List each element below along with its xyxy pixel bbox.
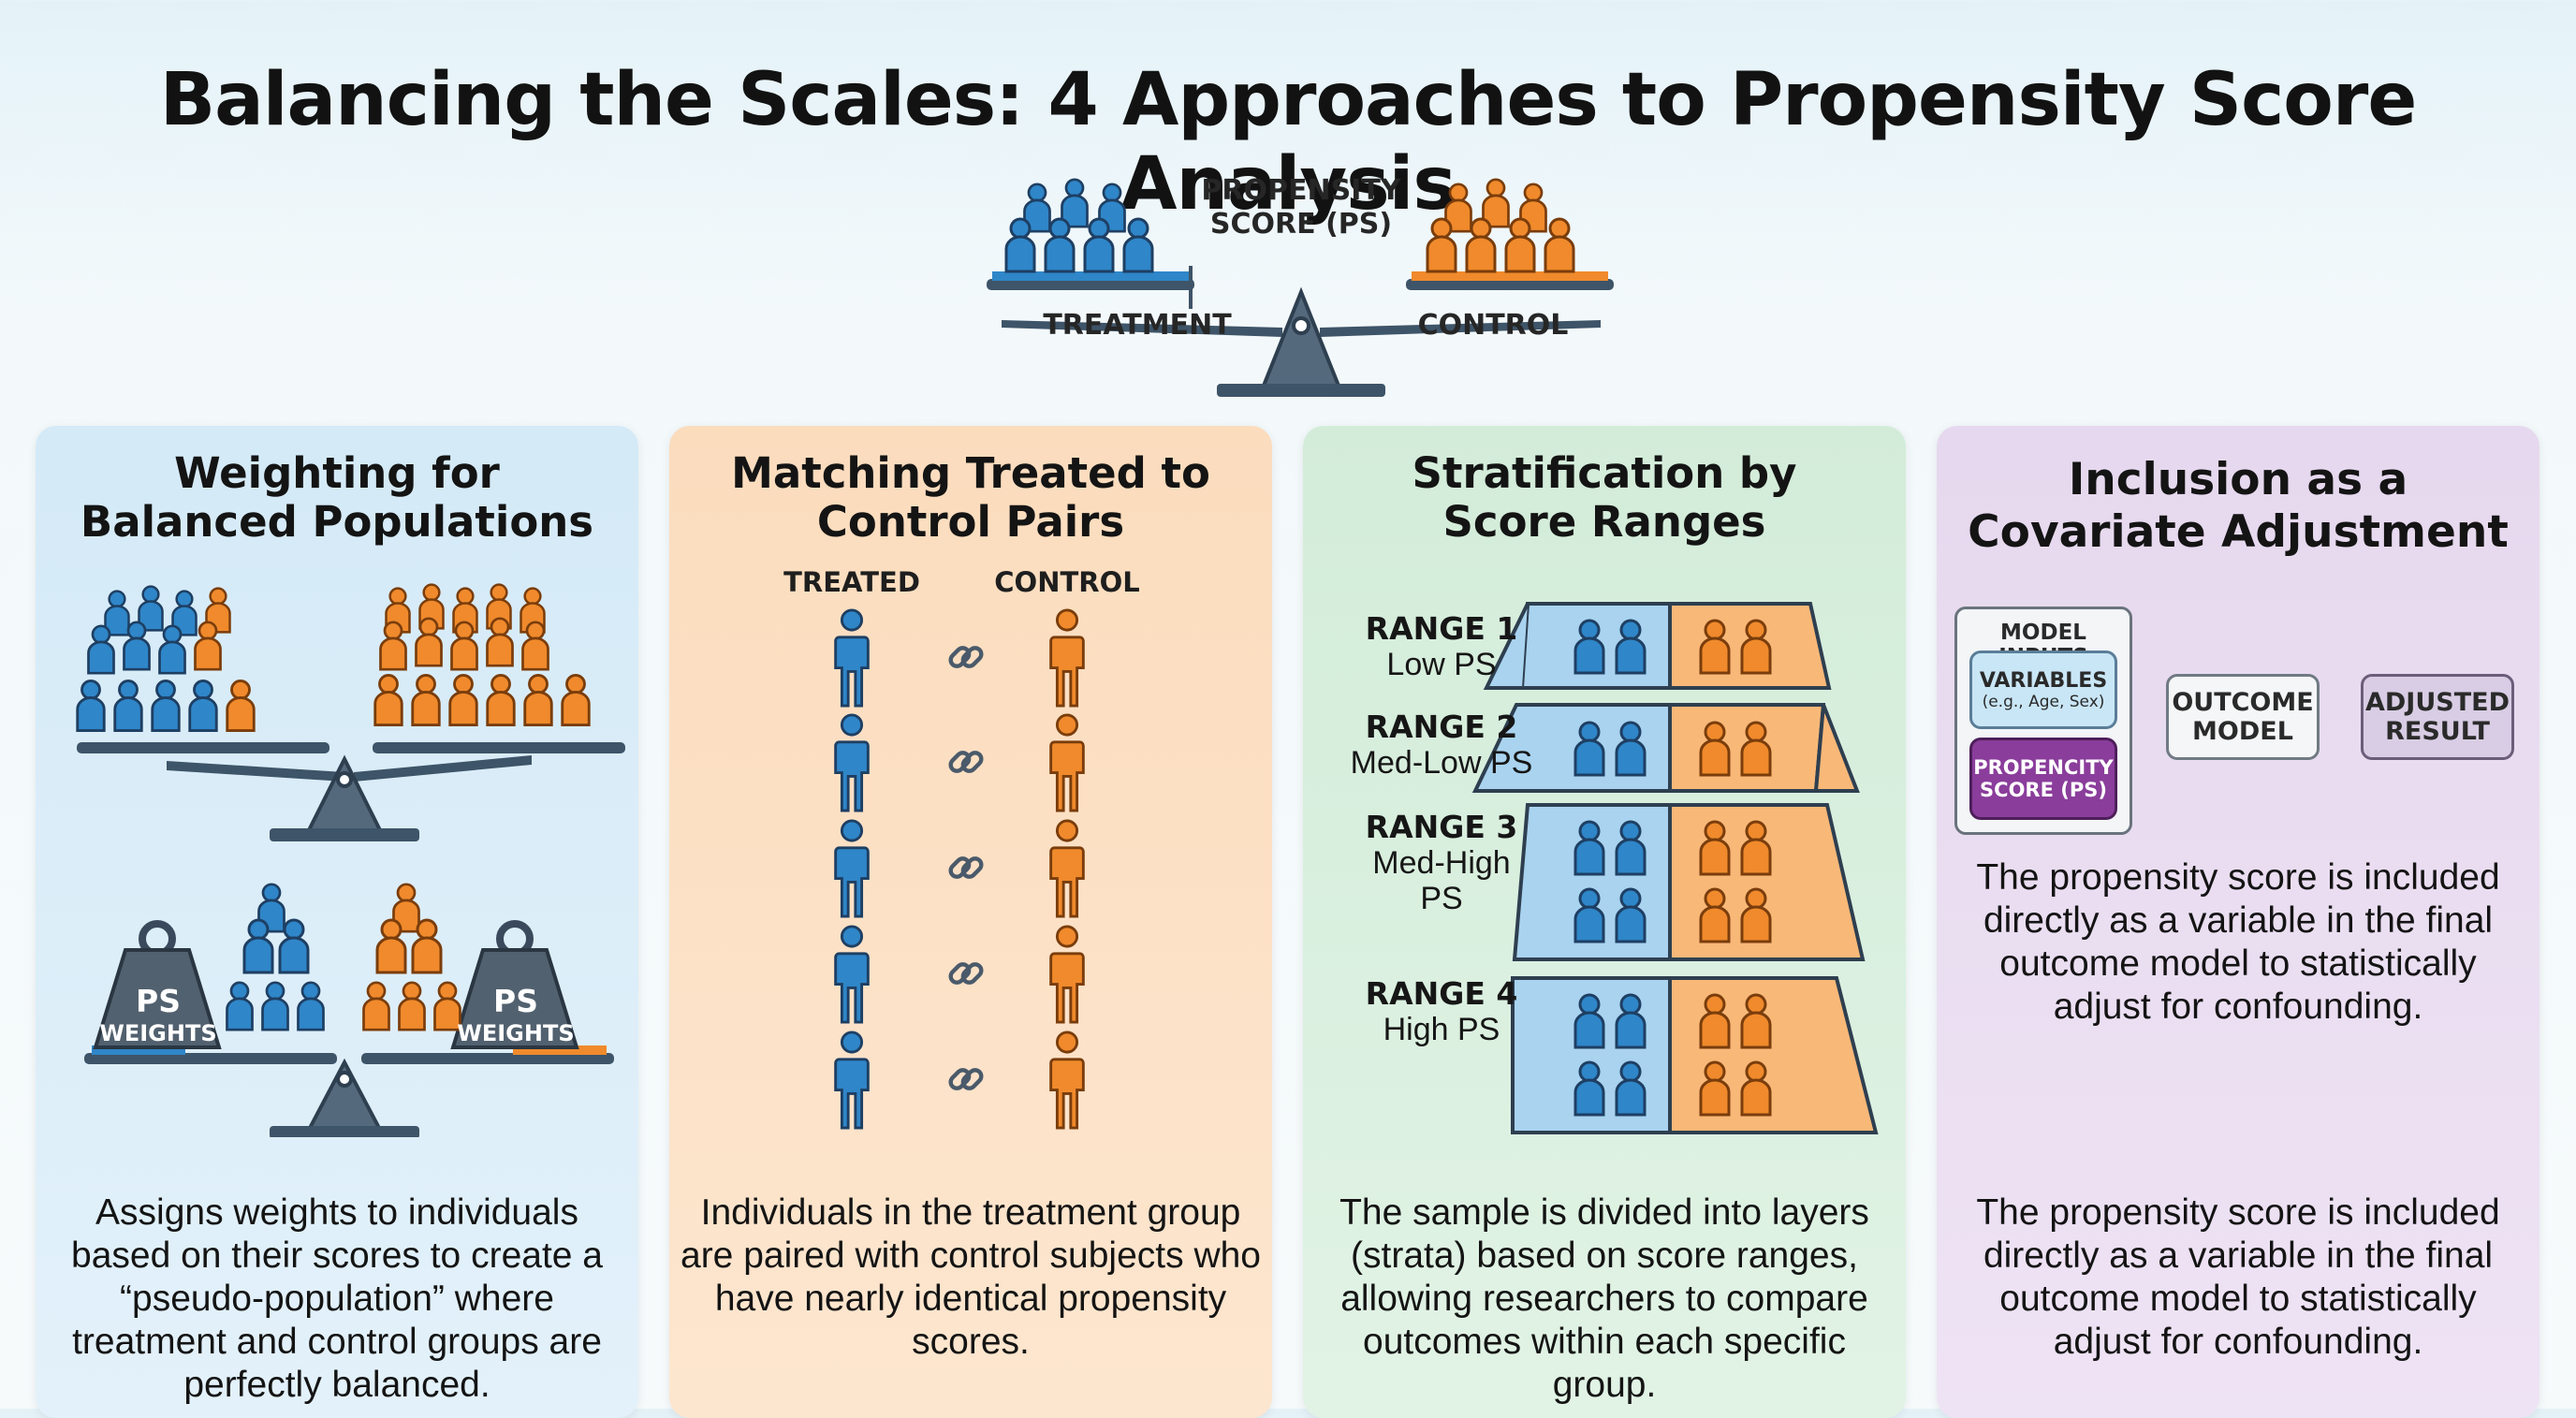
scale-icon [987,178,1614,397]
stratum-4 [1511,976,1879,1134]
weight-left-icon [93,920,222,1049]
balanced-scale-icon [84,1045,614,1137]
weight-right-icon [450,920,579,1049]
stratum-2 [1471,703,1860,793]
stratum-3 [1512,803,1866,961]
control-group-icon [1426,178,1575,273]
matching-illustration [834,608,1085,1130]
matched-pair-2 [834,713,1085,812]
matched-pair-5 [834,1031,1085,1130]
variables-box: VARIABLES(e.g., Age, Sex) [1969,651,2117,729]
weighting-description: Assigns weights to individuals based on … [71,1192,603,1405]
strata-pyramid-illustration [1471,602,1879,1134]
matching-description: Individuals in the treatment group are p… [681,1192,1261,1362]
control-column-label: CONTROL [994,566,1140,598]
matched-pair-4 [834,925,1085,1024]
covariate-description-upper: The propensity score is included directl… [1976,857,2500,1027]
treatment-group-icon [1004,178,1154,273]
treatment-label: TREATMENT [1043,309,1232,342]
treated-column-label: TREATED [783,566,920,598]
stratification-description: The sample is divided into layers (strat… [1339,1192,1869,1405]
matched-pair-3 [834,819,1085,918]
page-title: Balancing the Scales: 4 Approaches to Pr… [159,58,2418,227]
weighted-treated-icon [227,883,324,1030]
weighting-illustration [36,583,625,1137]
control-crowd-icon [375,583,590,725]
stratum-1 [1483,602,1832,690]
matched-pair-1 [834,608,1085,708]
covariate-description: The propensity score is included directl… [1976,1192,2500,1362]
unbalanced-scale-icon [77,742,625,841]
treated-crowd-icon [78,585,255,731]
control-label: CONTROL [1417,309,1569,342]
weighted-control-icon [364,883,461,1030]
